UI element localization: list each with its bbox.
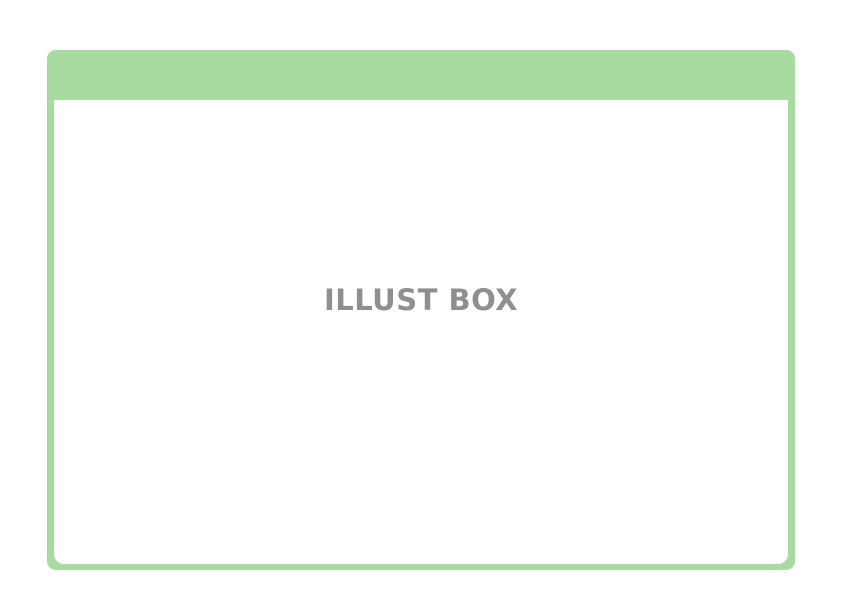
frame-content-panel: [54, 100, 788, 564]
message-frame: [47, 50, 795, 570]
frame-header-band: [47, 50, 795, 100]
